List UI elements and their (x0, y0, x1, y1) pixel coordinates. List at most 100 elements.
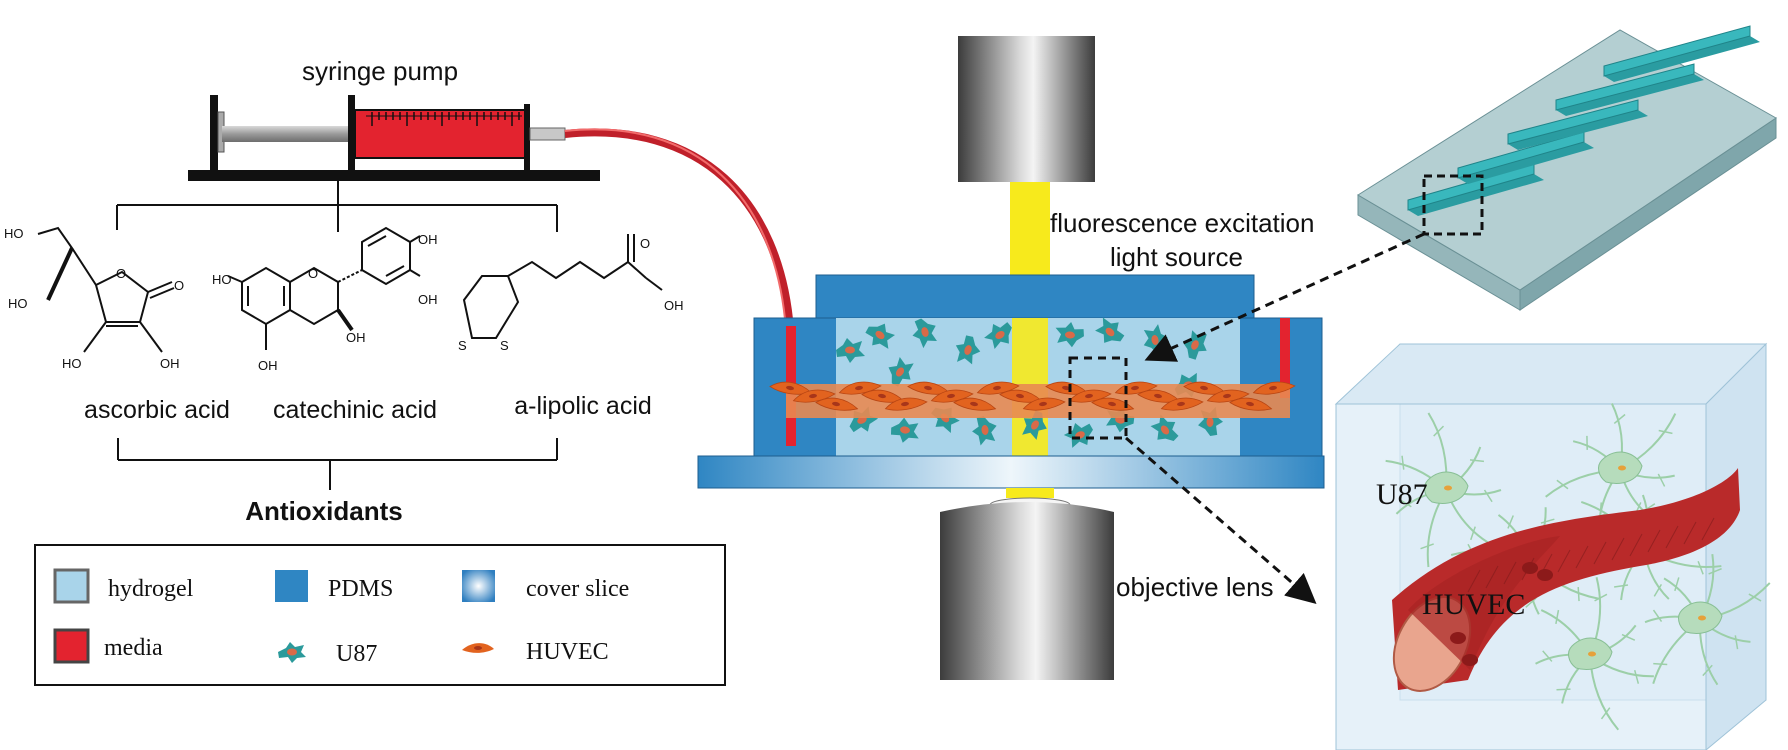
endothelial-nucleus (1522, 562, 1538, 574)
atom-label: O (308, 266, 318, 281)
neuron-branch (1507, 515, 1514, 529)
huvec-cell-nucleus (786, 385, 794, 391)
neuron-branch (1525, 597, 1537, 608)
light-source-label: fluorescence excitation light source (1050, 208, 1314, 272)
objective-lens-body (940, 502, 1114, 680)
chip-channel (1507, 99, 1639, 145)
vessel-inner-surface (1408, 536, 1560, 670)
u87-cell-nucleus (1115, 416, 1125, 424)
pump-compound-bracket (116, 181, 558, 232)
u87-cell-nucleus (1206, 417, 1214, 427)
u87-cell-nucleus (921, 327, 929, 337)
huvec-cell-nucleus (855, 385, 863, 391)
endothelial-vessel-layer (769, 381, 1296, 418)
antioxidants-label: Antioxidants (245, 496, 402, 526)
huvec-cell-nucleus (809, 393, 817, 399)
zoom-label-huvec: HUVEC (1422, 588, 1525, 621)
atom-label: OH (418, 292, 438, 307)
compound-name-catechinic: catechinic acid (273, 396, 437, 424)
chip-channels (1407, 25, 1760, 216)
neuron-branch (1398, 498, 1412, 508)
pump-base (188, 170, 600, 181)
atom-label: O (174, 278, 184, 293)
huvec-cell-nucleus (1246, 401, 1254, 407)
endothelial-nucleus (1450, 632, 1466, 644)
ascorbic-atoms: HO HO O O HO OH (4, 226, 184, 371)
vessel-endothelial-mesh (1450, 517, 1715, 666)
u87-cell (1055, 322, 1084, 348)
neuron-branch (1697, 560, 1704, 575)
neuron-branch (1633, 669, 1640, 684)
neuron-nucleus (1618, 465, 1626, 471)
compound-name-lipoic: a-lipolic acid (514, 392, 652, 420)
legend-swatch-cover-slice (462, 570, 495, 602)
huvec-cell (1022, 397, 1066, 411)
neuron-branch (1658, 429, 1673, 435)
syringe-pump: syringe pump (188, 56, 794, 331)
u87-cell (836, 338, 865, 363)
lipoic-acid-structure (462, 234, 663, 339)
atom-label: S (458, 338, 467, 353)
mesh-line (1467, 569, 1481, 593)
mesh-line (1647, 529, 1661, 553)
atom-label: O (640, 236, 650, 251)
legend-frame (34, 544, 726, 686)
huvec-cell (930, 389, 974, 403)
plunger-rod (222, 126, 350, 142)
huvec-cell (976, 381, 1020, 395)
light-source-line1: fluorescence excitation (1050, 208, 1314, 238)
u87-cell-nucleus (1065, 331, 1075, 339)
mesh-line (1557, 549, 1571, 573)
legend-swatch-hydrogel (53, 568, 90, 604)
neuron-branch (1420, 543, 1434, 550)
huvec-cell (884, 397, 928, 411)
chip-channel-side (1508, 110, 1648, 150)
legend-labels: hydrogel PDMS cover slice media U87 HUVE… (104, 576, 629, 667)
compound-names: ascorbic acid catechinic acid a-lipolic … (84, 392, 652, 424)
neuron-branch (1748, 593, 1762, 602)
mesh-line (1575, 545, 1589, 569)
zoom-arrow-to-vessel (1125, 436, 1317, 604)
huvec-cell-nucleus (947, 393, 955, 399)
mesh-line (1665, 525, 1679, 549)
huvec-cell-nucleus (1154, 393, 1162, 399)
neuron-branch (1401, 455, 1405, 470)
neuron-branch (1652, 609, 1663, 622)
pdms-top-layer (815, 274, 1255, 320)
u87-cell-nucleus (845, 346, 855, 354)
legend-swatch-u87 (278, 642, 306, 663)
cover-slice (697, 455, 1325, 489)
huvec-cell-nucleus (1016, 393, 1024, 399)
neuron-branch (1556, 688, 1571, 691)
mesh-line (1611, 537, 1625, 561)
endothelial-nucleus (1462, 654, 1478, 666)
u87-cell (912, 318, 937, 349)
legend-label-hydrogel: hydrogel (108, 576, 194, 602)
u87-neuron (1644, 554, 1771, 686)
atom-label: HO (212, 272, 232, 287)
neuron-branch (1594, 593, 1608, 602)
u87-neuron (1535, 577, 1654, 731)
chip-top-surface (1357, 29, 1777, 291)
huvec-cell-nucleus (1062, 385, 1070, 391)
u87-cell (1182, 330, 1207, 360)
huvec-cell-nucleus (993, 385, 1001, 391)
u87-cell-nucleus (964, 345, 972, 355)
huvec-cell (953, 397, 997, 411)
neuron-branch (1483, 489, 1493, 503)
compound-name-ascorbic: ascorbic acid (84, 396, 230, 424)
zoom-region-box (1068, 356, 1128, 440)
u87-cell-nucleus (857, 416, 867, 424)
u87-neuron (1385, 412, 1502, 568)
catechinic-atoms: OH OH HO O OH OH (212, 232, 438, 373)
u87-cell (972, 416, 997, 446)
atom-label: OH (346, 330, 366, 345)
chip-channel-side (1604, 36, 1760, 82)
neuron-branch (1433, 425, 1445, 437)
neuron-branch (1674, 577, 1680, 592)
huvec-cell-nucleus (1039, 401, 1047, 407)
u87-cell-nucleus (1191, 340, 1199, 350)
chip-channel-side (1458, 142, 1594, 184)
neuron-branch (1708, 567, 1722, 575)
